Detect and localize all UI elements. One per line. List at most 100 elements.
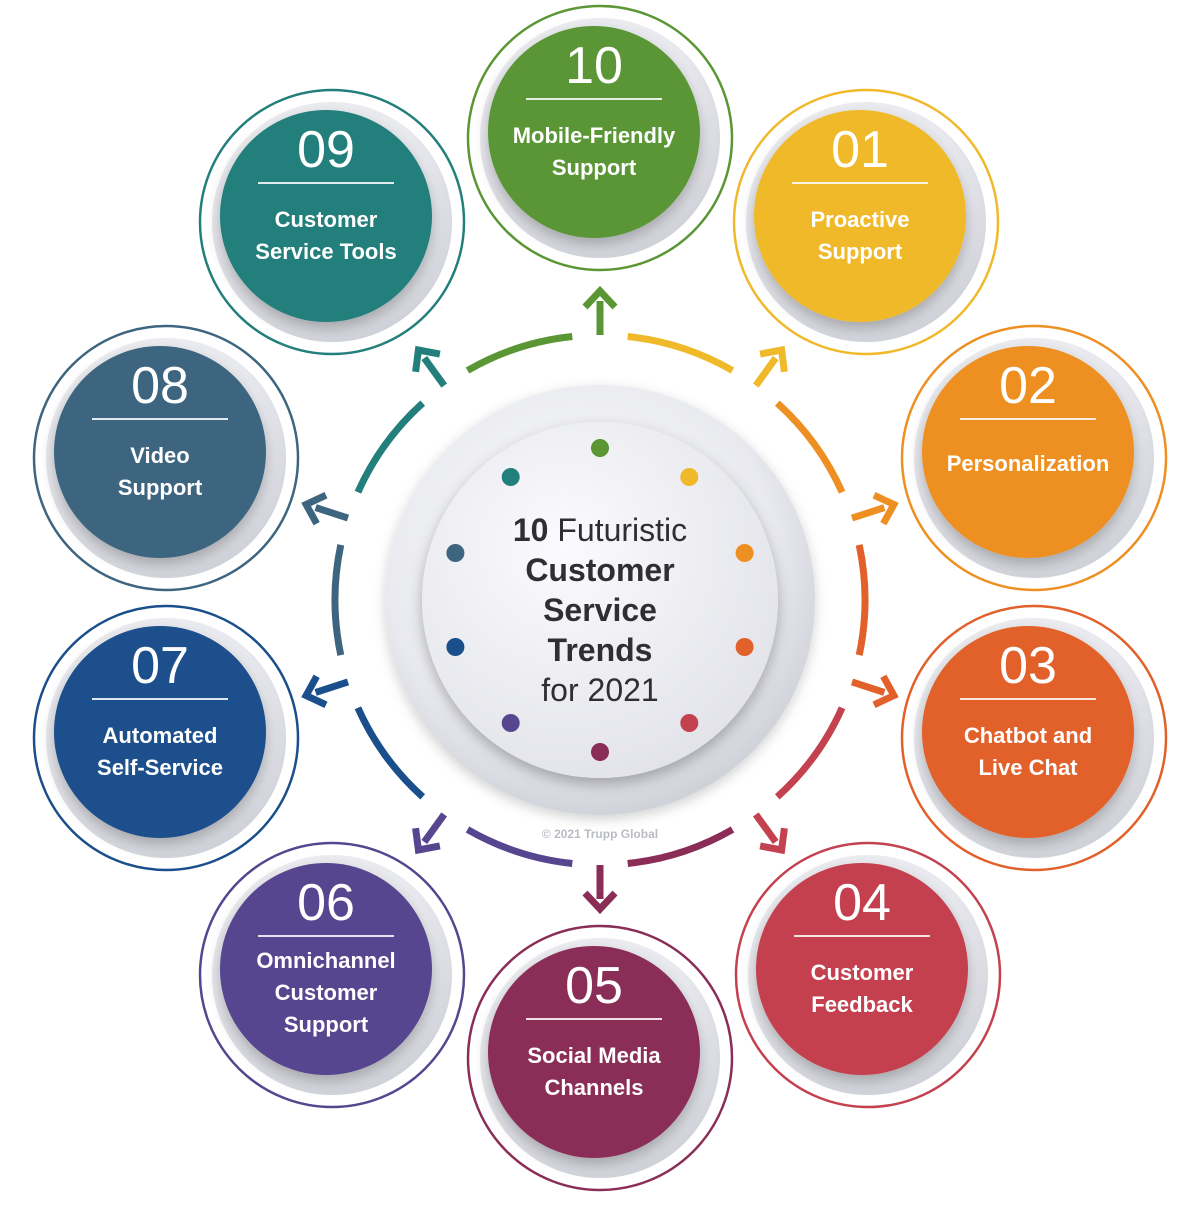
trend-node-02 bbox=[900, 324, 1168, 592]
trend-label-line: Service Tools bbox=[255, 239, 397, 264]
trend-number-10: 10 bbox=[565, 37, 623, 95]
dot-02 bbox=[735, 544, 754, 562]
arrow-head-icon-06 bbox=[412, 827, 441, 855]
ring-segment-04 bbox=[774, 706, 846, 800]
ring-segment-07 bbox=[354, 706, 426, 800]
trend-label-line: Support bbox=[551, 155, 637, 180]
trend-number-05: 05 bbox=[565, 957, 623, 1015]
ring-segment-05 bbox=[627, 826, 735, 867]
dot-04 bbox=[680, 714, 699, 732]
center-inner-disc bbox=[422, 422, 778, 778]
dot-08 bbox=[446, 544, 465, 562]
trend-node-03 bbox=[900, 604, 1168, 872]
title-line-3: Service bbox=[543, 592, 657, 628]
ring-segment-10 bbox=[465, 333, 573, 374]
trend-number-01: 01 bbox=[831, 121, 889, 179]
trend-label-02: Personalization bbox=[928, 448, 1128, 480]
trend-node-disc-03 bbox=[922, 626, 1134, 838]
trend-node-disc-10 bbox=[488, 26, 700, 238]
ring-segment-03 bbox=[855, 544, 869, 656]
copyright-text: © 2021 Trupp Global bbox=[541, 827, 659, 841]
ring-segment-02 bbox=[774, 400, 846, 494]
ring-segment-09 bbox=[354, 400, 426, 494]
trend-node-disc-09 bbox=[220, 110, 432, 322]
arrow-head-icon-02 bbox=[872, 492, 899, 526]
trend-label-line: Proactive bbox=[810, 207, 910, 232]
trend-node-05 bbox=[466, 924, 734, 1192]
trend-node-04 bbox=[734, 841, 1002, 1109]
trend-node-disc-02 bbox=[922, 346, 1134, 558]
trend-divider-08 bbox=[92, 418, 228, 420]
trend-label-line: Chatbot and bbox=[963, 723, 1093, 748]
trend-label-line: Automated bbox=[102, 723, 218, 748]
arrow-head-icon-05 bbox=[582, 890, 618, 915]
trend-label-line: Live Chat bbox=[978, 755, 1078, 780]
arrow-head-icon-08 bbox=[301, 492, 328, 526]
trend-label-line: Customer bbox=[274, 207, 378, 232]
dot-01 bbox=[680, 468, 699, 486]
dot-10 bbox=[591, 439, 609, 457]
trend-number-02: 02 bbox=[999, 357, 1057, 415]
arrow-head-icon-01 bbox=[759, 345, 788, 373]
trend-divider-07 bbox=[92, 698, 228, 700]
trend-node-disc-07 bbox=[54, 626, 266, 838]
trend-node-01 bbox=[732, 88, 1000, 356]
trend-label-line: Support bbox=[283, 1012, 369, 1037]
trend-node-disc-04 bbox=[756, 863, 968, 1075]
dot-09 bbox=[501, 468, 520, 486]
arrow-head-icon-07 bbox=[301, 674, 328, 708]
trend-divider-02 bbox=[960, 418, 1096, 420]
trend-divider-10 bbox=[526, 98, 662, 100]
center-title: 10 Futuristic Customer Service Trends fo… bbox=[430, 510, 770, 710]
trend-label-line: Video bbox=[130, 443, 190, 468]
trend-number-09: 09 bbox=[297, 121, 355, 179]
trend-label-line: Feedback bbox=[811, 992, 913, 1017]
ring-segment-01 bbox=[627, 333, 735, 374]
trend-divider-03 bbox=[960, 698, 1096, 700]
arrow-stem-09 bbox=[421, 356, 448, 388]
arrow-head-icon-10 bbox=[582, 285, 618, 310]
dot-05 bbox=[591, 743, 609, 761]
trend-divider-01 bbox=[792, 182, 928, 184]
trend-label-line: Personalization bbox=[946, 451, 1110, 476]
title-line-1: 10 Futuristic bbox=[430, 510, 770, 550]
trend-number-07: 07 bbox=[131, 637, 189, 695]
title-line-5: for 2021 bbox=[541, 672, 659, 708]
arrow-stem-07 bbox=[314, 678, 350, 696]
arrow-head-icon-03 bbox=[872, 674, 899, 708]
trend-label-line: Support bbox=[117, 475, 203, 500]
trend-number-04: 04 bbox=[833, 874, 891, 932]
trend-node-10 bbox=[466, 4, 734, 272]
ring-segment-06 bbox=[465, 826, 573, 867]
trend-number-06: 06 bbox=[297, 874, 355, 932]
title-line-4: Trends bbox=[547, 632, 653, 668]
trend-node-disc-06 bbox=[220, 863, 432, 1075]
arrow-head-icon-09 bbox=[412, 345, 441, 373]
title-line-2: Customer bbox=[525, 552, 675, 588]
dot-03 bbox=[735, 638, 754, 656]
dot-07 bbox=[446, 638, 465, 656]
trend-number-08: 08 bbox=[131, 357, 189, 415]
title-number: 10 bbox=[512, 512, 549, 548]
arrow-stem-06 bbox=[421, 812, 448, 844]
trend-label-line: Mobile-Friendly bbox=[512, 123, 676, 148]
arrow-stem-04 bbox=[752, 812, 779, 844]
trend-label-line: Support bbox=[817, 239, 903, 264]
ring-segment-08 bbox=[331, 544, 345, 656]
trend-label-line: Customer bbox=[274, 980, 378, 1005]
arrow-stem-02 bbox=[850, 504, 886, 522]
dot-06 bbox=[501, 714, 520, 732]
arrow-head-icon-04 bbox=[759, 827, 788, 855]
trend-node-06 bbox=[198, 841, 466, 1109]
